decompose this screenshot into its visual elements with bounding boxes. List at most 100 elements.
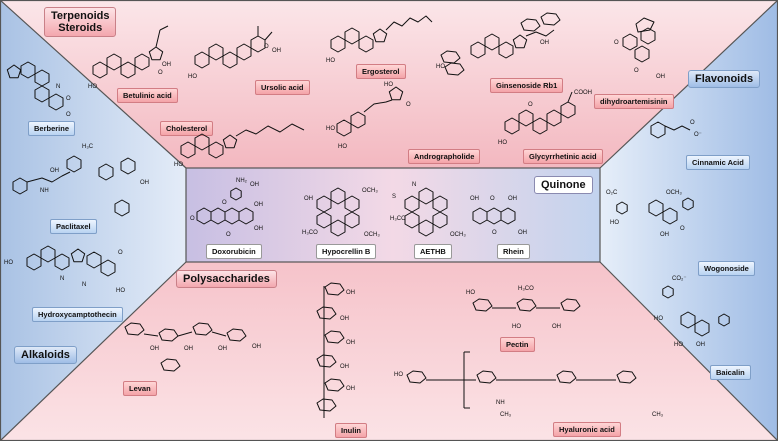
svg-text:HO: HO [174, 162, 183, 168]
label-berberine: Berberine [28, 121, 76, 136]
svg-text:O: O [222, 200, 227, 206]
svg-text:OH: OH [540, 40, 549, 46]
svg-text:N: N [60, 276, 64, 282]
label-hyaluronic-acid: Hyaluronic acid [553, 422, 621, 437]
svg-text:O: O [634, 68, 639, 74]
svg-text:O: O [690, 120, 695, 126]
svg-text:HO: HO [326, 126, 335, 132]
svg-text:OH: OH [340, 316, 349, 322]
aethb-structure: S N H₃CO OCH₃ [390, 182, 466, 238]
svg-text:OH: OH [346, 340, 355, 346]
label-betulinic-acid: Betulinic acid [117, 88, 178, 103]
svg-text:O: O [528, 102, 533, 108]
label-ergosterol: Ergosterol [356, 64, 406, 79]
svg-text:OH: OH [252, 344, 261, 350]
svg-text:O: O [226, 232, 231, 238]
svg-text:HO: HO [88, 84, 97, 90]
svg-text:OH: OH [696, 342, 705, 348]
label-pectin: Pectin [500, 337, 535, 352]
svg-text:CH₃: CH₃ [652, 412, 664, 418]
label-cholesterol: Cholesterol [160, 121, 214, 136]
svg-text:S: S [392, 194, 396, 200]
svg-text:N: N [82, 282, 86, 288]
cinnamic-acid-structure: O O⁻ [650, 120, 702, 139]
label-hypocrellin-b: Hypocrellin B [316, 244, 377, 259]
label-paclitaxel: Paclitaxel [50, 219, 97, 234]
svg-text:O: O [158, 70, 163, 76]
svg-text:O: O [66, 96, 71, 102]
svg-text:OH: OH [304, 196, 313, 202]
svg-text:O: O [190, 216, 195, 222]
svg-text:OH: OH [184, 346, 193, 352]
label-ginsenoside-rb1: Ginsenoside Rb1 [490, 78, 564, 93]
flavonoids-title: Flavonoids [688, 70, 761, 88]
svg-text:OH: OH [162, 62, 171, 68]
label-andrographolide: Andrographolide [408, 149, 481, 164]
svg-text:O: O [490, 196, 495, 202]
svg-text:OH: OH [50, 168, 59, 174]
svg-text:HO: HO [384, 82, 393, 88]
svg-text:OH: OH [518, 230, 527, 236]
terpenoids-title-line1: Terpenoids [51, 10, 110, 22]
svg-text:O: O [680, 226, 685, 232]
svg-text:OH: OH [552, 324, 561, 330]
cholesterol-structure: HO [174, 123, 305, 168]
polysaccharides-panel [0, 262, 778, 441]
svg-text:NH: NH [496, 400, 505, 406]
svg-text:OH: OH [272, 48, 281, 54]
svg-text:OH: OH [140, 180, 149, 186]
svg-text:HO: HO [610, 220, 619, 226]
svg-text:O⁻: O⁻ [694, 132, 702, 138]
svg-text:H₃CO: H₃CO [390, 216, 406, 222]
svg-text:CH₃: CH₃ [500, 412, 512, 418]
svg-text:H₃CO: H₃CO [302, 230, 318, 236]
quinone-title: Quinone [534, 176, 593, 194]
svg-text:OH: OH [340, 364, 349, 370]
svg-text:H₃C: H₃C [82, 144, 94, 150]
svg-text:HO: HO [4, 260, 13, 266]
label-dihydroartemisinin: dihydroartemisinin [594, 94, 674, 109]
label-glycyrrhetinic-acid: Glycyrrhetinic acid [523, 149, 603, 164]
svg-text:HO: HO [674, 342, 683, 348]
svg-text:OH: OH [218, 346, 227, 352]
ergosterol-structure: HO [326, 15, 433, 64]
svg-text:HO: HO [654, 316, 663, 322]
svg-text:HO: HO [512, 324, 521, 330]
svg-text:OH: OH [470, 196, 479, 202]
svg-text:O: O [492, 230, 497, 236]
terpenoids-title: Terpenoids Steroids [44, 7, 117, 37]
svg-text:O₂C: O₂C [606, 190, 618, 196]
label-hydroxycamptothecin: Hydroxycamptothecin [32, 307, 123, 322]
svg-text:OCH₃: OCH₃ [666, 190, 682, 196]
svg-text:COOH: COOH [574, 90, 592, 96]
betulinic-acid-structure: HO OH O [88, 25, 171, 90]
svg-text:OH: OH [346, 386, 355, 392]
svg-text:O: O [66, 112, 71, 118]
label-aethb: AETHB [414, 244, 452, 259]
label-inulin: Inulin [335, 423, 367, 438]
svg-text:HO: HO [436, 64, 445, 70]
svg-text:OCH₃: OCH₃ [362, 188, 378, 194]
svg-text:OCH₃: OCH₃ [450, 232, 466, 238]
svg-text:NH₂: NH₂ [236, 178, 248, 184]
berberine-structure: NOO [6, 61, 71, 118]
svg-text:O: O [614, 40, 619, 46]
svg-text:HO: HO [338, 144, 347, 150]
ginsenoside-rb1-structure: HO OH [436, 12, 561, 76]
svg-text:N: N [412, 182, 416, 188]
label-doxorubicin: Doxorubicin [206, 244, 262, 259]
svg-text:HO: HO [188, 74, 197, 80]
label-levan: Levan [123, 381, 157, 396]
